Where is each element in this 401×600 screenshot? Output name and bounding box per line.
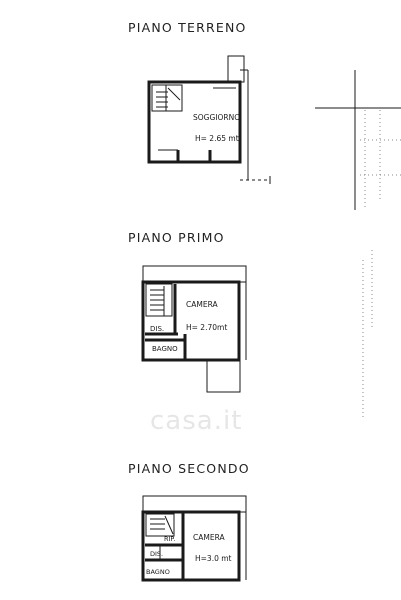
first-upper-strip [142,265,247,283]
room-label-bagno-second: BAGNO [146,568,170,576]
ground-staircase [151,84,183,112]
second-staircase [145,513,175,537]
room-label-camera-first: CAMERA [186,300,218,309]
second-floor-plan: CAMERA H=3.0 mt RIP. DIS. BAGNO [141,495,247,582]
ground-floor-plan: SOGGIORNO H= 2.65 mt [147,55,271,184]
room-label-bagno-first: BAGNO [152,345,178,353]
adjacent-property-lines [315,70,401,420]
room-height-camera-second: H=3.0 mt [195,554,232,563]
ground-annex [227,55,245,83]
first-outer-walls [141,280,241,362]
room-height-soggiorno: H= 2.65 mt [195,134,239,143]
first-staircase [145,283,173,317]
room-label-soggiorno: SOGGIORNO [193,113,240,122]
room-label-camera-second: CAMERA [193,533,225,542]
watermark: casa.it [150,406,243,436]
room-label-dis-first: DIS. [150,325,164,333]
first-floor-plan: CAMERA H= 2.70mt DIS. BAGNO [141,265,247,393]
floor-heading-ground: PIANO TERRENO [128,20,247,35]
first-balcony [206,359,241,393]
room-height-camera-first: H= 2.70mt [186,323,227,332]
ground-outer-walls [147,80,242,164]
second-outer-walls [141,510,241,582]
room-label-dis-second: DIS. [150,550,163,558]
floor-heading-first: PIANO PRIMO [128,230,225,245]
room-label-rip-second: RIP. [164,535,175,543]
floor-heading-second: PIANO SECONDO [128,461,250,476]
second-upper-strip [142,495,247,513]
